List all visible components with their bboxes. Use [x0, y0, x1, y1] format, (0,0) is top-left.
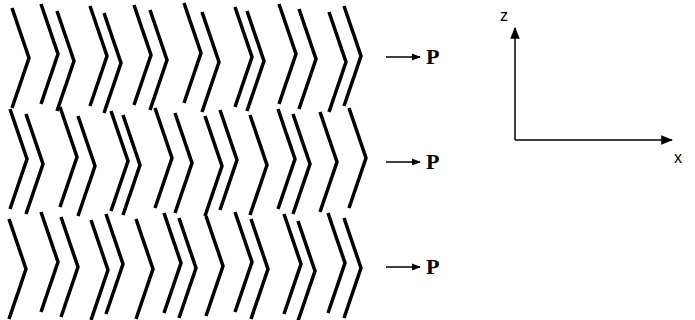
bent-core-molecule: [150, 10, 167, 110]
bent-core-molecule: [175, 113, 192, 213]
bent-core-molecule: [12, 8, 29, 108]
bent-core-molecule: [136, 219, 153, 319]
bent-core-molecule: [279, 4, 296, 104]
axis-label: x: [674, 150, 682, 166]
axis-label: z: [500, 8, 508, 24]
bent-core-molecule: [123, 115, 140, 215]
polarization-arrows: [386, 57, 420, 267]
bent-core-molecule: [344, 6, 361, 106]
bent-core-molecule: [179, 218, 196, 318]
bent-core-molecule: [320, 112, 337, 212]
bent-core-molecule: [349, 108, 366, 208]
bent-core-molecule: [206, 216, 223, 316]
polarization-arrow: [386, 56, 420, 58]
x-axis: [515, 139, 672, 141]
bent-core-molecule: [251, 219, 268, 319]
bent-core-molecule: [41, 4, 58, 104]
bent-core-molecule: [9, 219, 26, 319]
bent-core-molecule: [235, 212, 252, 312]
bent-core-molecule: [247, 11, 264, 111]
polarization-arrow: [386, 266, 420, 268]
bent-core-molecule: [250, 115, 267, 215]
polarization-arrow: [386, 161, 420, 163]
bent-core-molecule: [10, 109, 27, 209]
bent-core-molecule: [329, 12, 346, 112]
bent-core-molecule: [298, 221, 315, 320]
bent-core-molecule: [106, 214, 123, 314]
bent-core-molecule: [202, 12, 219, 112]
bent-core-molecule: [164, 213, 181, 313]
bent-core-molecule: [41, 212, 58, 312]
bent-core-molecule: [284, 214, 301, 314]
bent-core-molecule: [61, 217, 78, 317]
bent-core-molecule: [299, 9, 316, 109]
bent-core-molecule: [134, 5, 151, 105]
bent-core-molecule: [78, 116, 95, 216]
polarization-label: P: [426, 46, 439, 68]
bent-core-molecule: [205, 116, 222, 216]
bent-core-molecules: [9, 3, 366, 320]
bent-core-molecule: [26, 114, 43, 214]
z-axis: [514, 28, 516, 140]
bent-core-molecule: [220, 110, 237, 210]
bent-core-molecule: [155, 108, 172, 208]
bent-core-molecule: [57, 11, 74, 111]
bent-core-molecule: [328, 213, 345, 313]
bent-core-molecule: [60, 107, 77, 207]
polarization-label: P: [426, 256, 439, 278]
bent-core-molecule: [293, 114, 310, 214]
bent-core-molecule: [90, 6, 107, 106]
bent-core-molecule: [91, 220, 108, 320]
bent-core-molecule: [278, 109, 295, 209]
bent-core-molecule: [104, 13, 121, 113]
polarization-label: P: [426, 151, 439, 173]
coordinate-axes: [515, 28, 672, 140]
bent-core-molecule: [344, 218, 361, 318]
bent-core-molecule: [184, 3, 201, 103]
